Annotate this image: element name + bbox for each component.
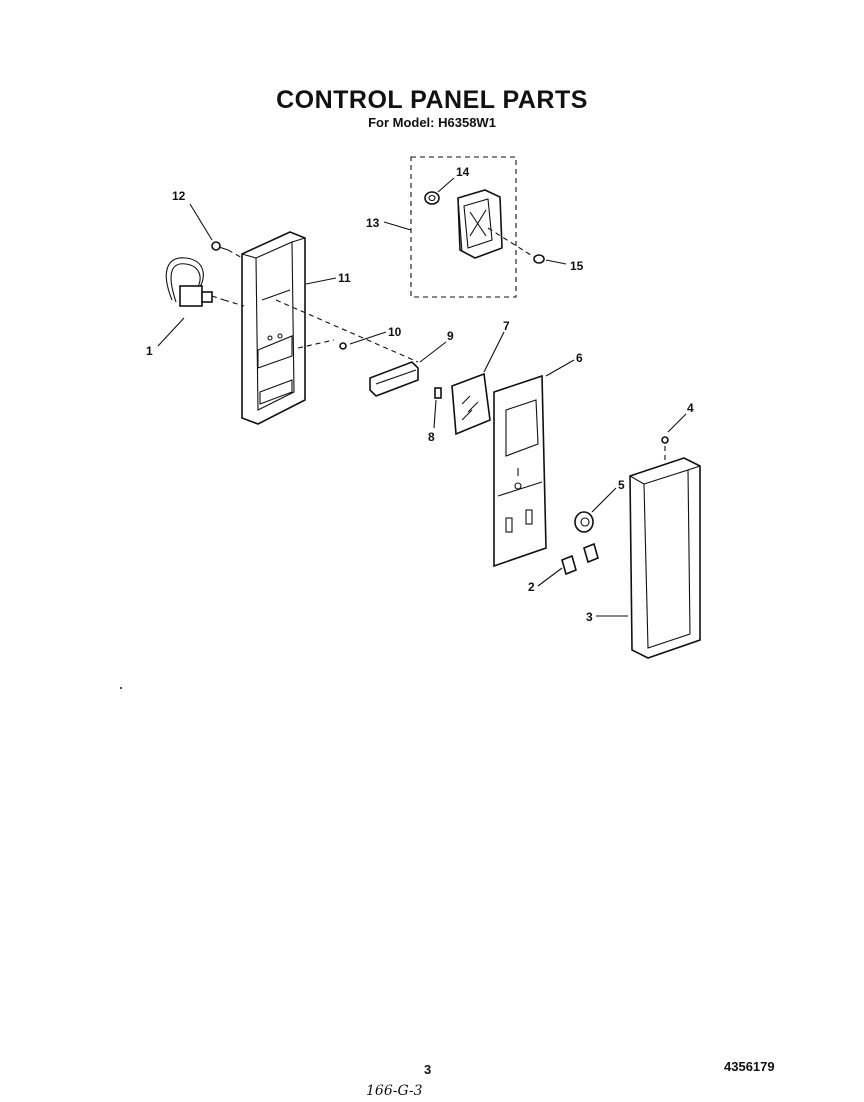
callout-6: 6 [576, 351, 583, 365]
part-5-knob [574, 511, 594, 533]
part-8-pin [434, 387, 442, 399]
part-11-control-housing [241, 231, 306, 425]
leader-9 [419, 341, 447, 363]
part-7-plate [451, 372, 491, 436]
callout-7: 7 [503, 319, 510, 333]
part-14-button [424, 191, 440, 205]
leader-13 [383, 221, 412, 231]
leader-dash-1 [223, 299, 245, 307]
part-3-trim-frame [629, 457, 701, 659]
inset-box-13 [410, 156, 517, 298]
leader-dash-15 [487, 227, 535, 258]
leader-15 [545, 259, 567, 265]
page-title: CONTROL PANEL PARTS [276, 86, 588, 114]
leader-14 [437, 177, 455, 193]
leader-7 [483, 331, 505, 373]
leader-dash-housing-9 [275, 299, 419, 363]
part-1-thermostat [165, 257, 225, 307]
callout-1: 1 [146, 344, 153, 358]
leader-8 [433, 399, 437, 429]
leader-dash-12 [227, 249, 247, 261]
part-13-switch-assembly [457, 189, 503, 259]
callout-5: 5 [618, 478, 625, 492]
callout-9: 9 [447, 329, 454, 343]
callout-14: 14 [456, 165, 470, 179]
part-10-screw [339, 342, 347, 350]
leader-10 [349, 331, 387, 345]
leader-4 [667, 413, 687, 433]
leader-5 [591, 487, 617, 513]
page-number: 3 [424, 1062, 432, 1077]
callout-15: 15 [570, 259, 584, 273]
callout-13: 13 [366, 216, 380, 230]
leader-12 [189, 203, 213, 241]
leader-2 [537, 567, 563, 587]
callout-2: 2 [528, 580, 535, 594]
part-12-screw [211, 241, 229, 251]
part-6-front-panel [493, 374, 547, 568]
stray-dot [120, 687, 122, 689]
model-number: H6358W1 [438, 115, 496, 130]
part-15-knob [533, 254, 545, 264]
document-number: 4356179 [724, 1059, 775, 1074]
model-subtitle: For Model: H6358W1 [0, 115, 864, 130]
leader-6 [545, 359, 575, 377]
part-2-switches [561, 542, 599, 576]
callout-8: 8 [428, 430, 435, 444]
callout-10: 10 [388, 325, 402, 339]
part-9-bracket [369, 361, 419, 397]
callout-12: 12 [172, 189, 186, 203]
model-prefix: For Model: [368, 115, 435, 130]
leader-11 [305, 277, 337, 285]
callout-11: 11 [338, 271, 351, 285]
callout-3: 3 [586, 610, 593, 624]
leader-1 [157, 317, 185, 347]
leader-dash-10 [297, 339, 335, 349]
callout-4: 4 [687, 401, 694, 415]
handwritten-note: 166-G-3 [366, 1083, 423, 1099]
